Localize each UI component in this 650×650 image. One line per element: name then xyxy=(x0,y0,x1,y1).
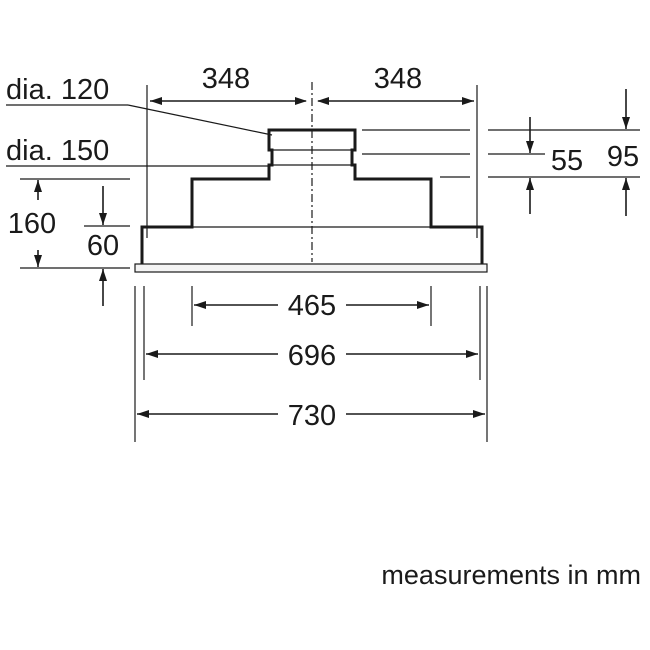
arrowhead xyxy=(137,410,149,418)
arrowhead xyxy=(526,178,534,190)
arrowhead xyxy=(295,97,307,105)
frame-panel xyxy=(134,263,488,273)
dia-120-leader xyxy=(127,104,273,136)
dia-150-label: dia. 150 xyxy=(6,135,109,167)
arrowhead xyxy=(462,97,474,105)
diameter-callouts: dia. 120 dia. 150 xyxy=(6,74,273,167)
depth-dimensions: 55 95 xyxy=(362,89,640,216)
left-half-label: 348 xyxy=(202,63,250,95)
arrowhead xyxy=(146,350,158,358)
height-160-label: 160 xyxy=(8,208,56,240)
width-696-label: 696 xyxy=(288,340,336,372)
arrowhead xyxy=(622,178,630,190)
arrowhead xyxy=(473,410,485,418)
width-465-label: 465 xyxy=(288,290,336,322)
width-dimensions: 465 696 730 xyxy=(134,286,488,442)
arrowhead xyxy=(99,269,107,281)
dia-120-label: dia. 120 xyxy=(6,74,109,106)
right-half-label: 348 xyxy=(374,63,422,95)
depth-95-label: 95 xyxy=(607,141,639,173)
arrowhead xyxy=(34,180,42,192)
arrowhead xyxy=(150,97,162,105)
arrowhead xyxy=(317,97,329,105)
height-60-label: 60 xyxy=(87,230,119,262)
width-730-label: 730 xyxy=(288,400,336,432)
units-note: measurements in mm xyxy=(381,560,641,590)
arrowhead xyxy=(526,141,534,153)
height-dimensions: 160 60 xyxy=(8,178,130,306)
arrowhead xyxy=(194,301,206,309)
depth-55-label: 55 xyxy=(551,145,583,177)
top-dimensions: 348 348 xyxy=(146,63,478,238)
hood-outline xyxy=(134,128,488,273)
arrowhead xyxy=(34,255,42,267)
arrowhead xyxy=(417,301,429,309)
arrowhead xyxy=(466,350,478,358)
arrowhead xyxy=(99,213,107,225)
arrowhead xyxy=(622,117,630,129)
